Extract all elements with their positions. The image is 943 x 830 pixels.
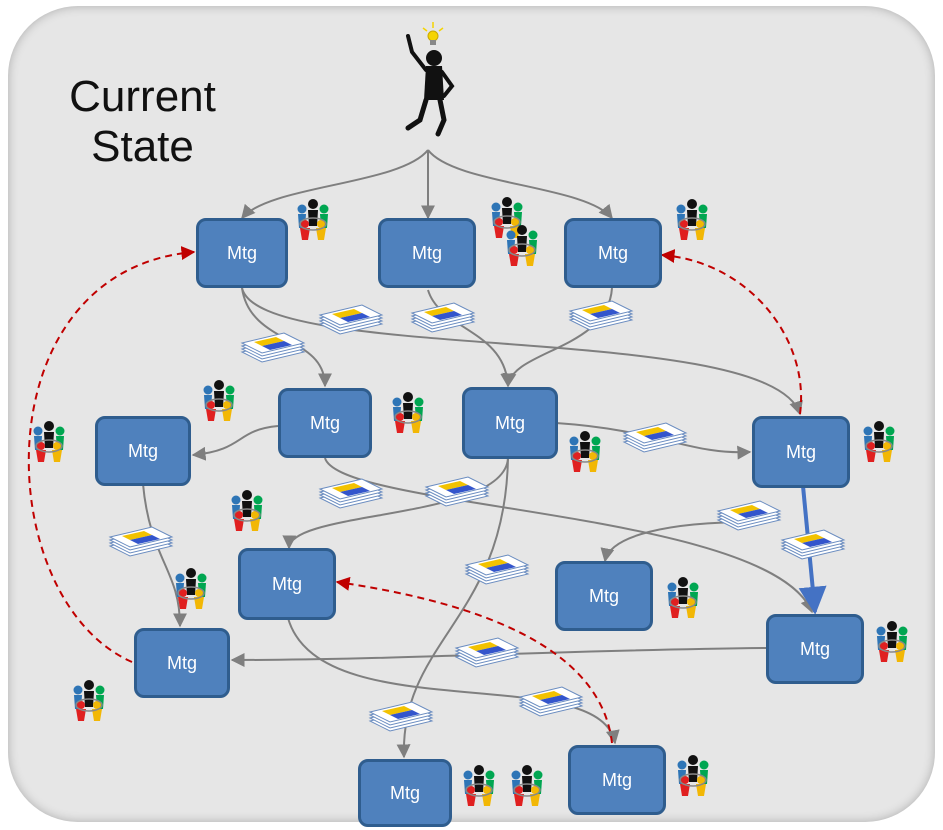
meeting-node[interactable]: Mtg — [462, 387, 558, 459]
meeting-node[interactable]: Mtg — [378, 218, 476, 288]
meeting-label: Mtg — [785, 441, 816, 462]
meeting-node[interactable]: Mtg — [766, 614, 864, 684]
meeting-label: Mtg — [166, 652, 197, 673]
meeting-label: Mtg — [389, 782, 420, 803]
meeting-node[interactable]: Mtg — [238, 548, 336, 620]
meeting-label: Mtg — [226, 242, 257, 263]
meeting-label: Mtg — [127, 440, 158, 461]
meeting-label: Mtg — [411, 242, 442, 263]
meeting-node[interactable]: Mtg — [358, 759, 452, 827]
meeting-node[interactable]: Mtg — [564, 218, 662, 288]
meeting-label: Mtg — [799, 638, 830, 659]
meeting-label: Mtg — [588, 585, 619, 606]
title-line-2: State — [91, 122, 194, 171]
meeting-node[interactable]: Mtg — [134, 628, 230, 698]
meeting-node[interactable]: Mtg — [95, 416, 191, 486]
meeting-label: Mtg — [309, 412, 340, 433]
meeting-label: Mtg — [597, 242, 628, 263]
meeting-node[interactable]: Mtg — [278, 388, 372, 458]
meeting-label: Mtg — [494, 412, 525, 433]
meeting-label: Mtg — [271, 573, 302, 594]
meeting-node[interactable]: Mtg — [555, 561, 653, 631]
feedback-loops — [27, 246, 803, 744]
person-with-idea-icon — [405, 22, 455, 137]
meeting-node[interactable]: Mtg — [568, 745, 666, 815]
meeting-node[interactable]: Mtg — [752, 416, 850, 488]
meeting-node[interactable]: Mtg — [196, 218, 288, 288]
title-line-1: Current — [69, 72, 216, 121]
diagram-title: Current State — [30, 72, 255, 172]
meeting-label: Mtg — [601, 769, 632, 790]
